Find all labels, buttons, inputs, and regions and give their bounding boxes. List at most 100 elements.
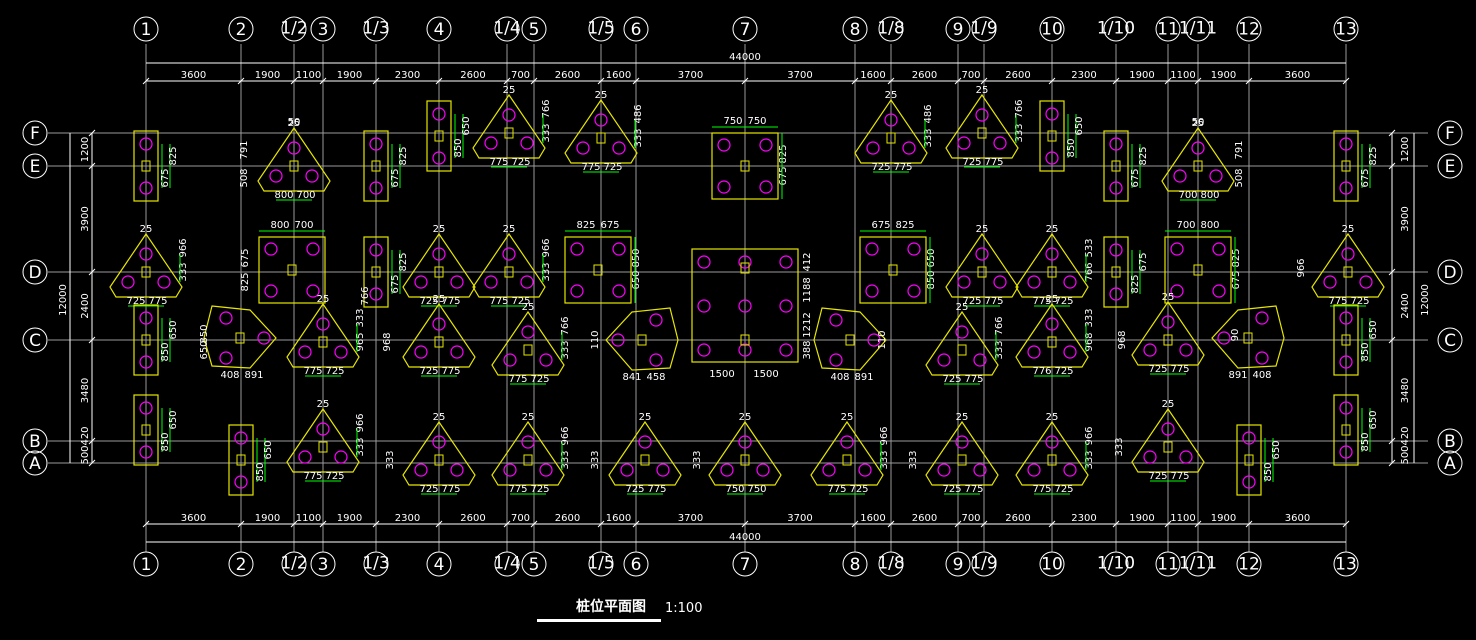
pile <box>955 435 969 449</box>
cap-dimension: 850 <box>453 138 464 157</box>
cap-dimension: 25 <box>522 302 535 313</box>
axis-bubble <box>228 16 254 42</box>
dimension-tick <box>88 129 96 137</box>
axis-label: 1/11 <box>1179 554 1217 574</box>
cap-center-mark <box>318 441 328 453</box>
pile <box>993 136 1007 150</box>
dimension-tick <box>435 77 443 85</box>
pile <box>306 284 320 298</box>
dimension-value: 2300 <box>1071 70 1096 81</box>
cap-center-mark <box>1341 160 1351 172</box>
pile <box>450 345 464 359</box>
axis-label: 1/9 <box>970 19 997 39</box>
axis-label: C <box>29 331 41 351</box>
pile <box>334 345 348 359</box>
cap-dimension: 333 <box>1114 437 1125 456</box>
dimension-tick <box>1388 129 1396 137</box>
axis-bubble <box>363 551 389 577</box>
cap-dimension: 650 <box>1368 320 1379 339</box>
pile <box>1323 275 1337 289</box>
pile <box>570 284 584 298</box>
cap-center-mark <box>957 344 967 356</box>
cap-dimension: 675 <box>390 274 401 293</box>
cap-dimension: 775 <box>1170 364 1189 375</box>
axis-label: E <box>30 157 41 177</box>
axis-bubble <box>22 120 48 146</box>
cap-dimension: 25 <box>956 302 969 313</box>
pile <box>1217 331 1231 345</box>
dimension-value: 2600 <box>555 70 580 81</box>
cap-dimension: 333 <box>178 262 189 281</box>
cap-dimension: 675 <box>160 168 171 187</box>
tri-pile-cap <box>1161 126 1235 192</box>
dimension-tick <box>954 520 962 528</box>
cap-dimension: 25 <box>1162 292 1175 303</box>
dimension-tick <box>851 520 859 528</box>
cap-center-mark <box>1163 334 1173 346</box>
dimension-tick <box>290 520 298 528</box>
tri-pile-cap <box>286 407 360 473</box>
cap-dimension: 333 <box>633 128 644 147</box>
cap-center-mark <box>957 454 967 466</box>
cap-dimension: 825 <box>1138 146 1149 165</box>
axis-bubble <box>1236 551 1262 577</box>
pile <box>866 141 880 155</box>
cap-center-mark <box>1047 266 1057 278</box>
axis-label: 8 <box>850 555 861 575</box>
dimension-tick <box>142 520 150 528</box>
dimension-tick <box>530 77 538 85</box>
dimension-tick <box>88 437 96 445</box>
cap-dimension: 775 <box>964 374 983 385</box>
cap-dimension: 333 <box>560 340 571 359</box>
dimension-value: 3480 <box>1400 378 1411 403</box>
dimension-tick <box>435 520 443 528</box>
axis-label: F <box>30 124 40 144</box>
cap-dimension: 650 <box>168 410 179 429</box>
cap-center-mark <box>1341 334 1351 346</box>
cap-dimension: 750 <box>725 484 744 495</box>
cap-dimension: 850 <box>1066 138 1077 157</box>
cap-dimension: 25 <box>1162 399 1175 410</box>
cap-dimension: 700 <box>1176 220 1195 231</box>
axis-bubble <box>1333 16 1359 42</box>
dimension-value: 2600 <box>460 513 485 524</box>
axis-label: 1/2 <box>280 19 307 39</box>
cap-dimension: 775 <box>1328 296 1347 307</box>
axis-bubble <box>1333 551 1359 577</box>
dimension-value: 2600 <box>1005 70 1030 81</box>
cap-center-mark <box>141 334 151 346</box>
cap-dimension: 650 <box>1368 410 1379 429</box>
cap-dimension: 825 <box>576 220 595 231</box>
axis-label: 1/8 <box>877 554 904 574</box>
cap-dimension: 110 <box>590 330 601 349</box>
cap-dimension: 800 <box>1200 220 1219 231</box>
dimension-tick <box>237 520 245 528</box>
cap-dimension: 775 <box>441 484 460 495</box>
tri-pile-cap <box>472 232 546 298</box>
axis-bubble <box>971 551 997 577</box>
axis-label: E <box>1445 157 1456 177</box>
four-pile-cap <box>1164 236 1232 304</box>
two-pile-cap <box>1333 130 1359 202</box>
cap-center-mark <box>371 266 381 278</box>
tri-pile-cap <box>1131 300 1205 366</box>
pile <box>907 284 921 298</box>
pile <box>264 242 278 256</box>
cap-dimension: 25 <box>433 224 446 235</box>
cap-dimension: 725 <box>419 484 438 495</box>
cap-dimension: 891 <box>854 372 873 383</box>
dimension-tick <box>597 77 605 85</box>
pile <box>414 463 428 477</box>
grid-lines <box>48 44 1428 552</box>
cap-dimension: 825 <box>1368 146 1379 165</box>
pile <box>139 355 153 369</box>
two-pile-cap <box>1103 236 1129 308</box>
dimension-tick <box>1388 336 1396 344</box>
axis-label: 1/10 <box>1097 554 1135 574</box>
pile <box>1179 343 1193 357</box>
cap-dimension: 750 <box>723 116 742 127</box>
axis-bubble <box>494 551 520 577</box>
dimension-value: 2600 <box>555 513 580 524</box>
dimension-tick <box>980 520 988 528</box>
dimension-value: 3700 <box>787 70 812 81</box>
